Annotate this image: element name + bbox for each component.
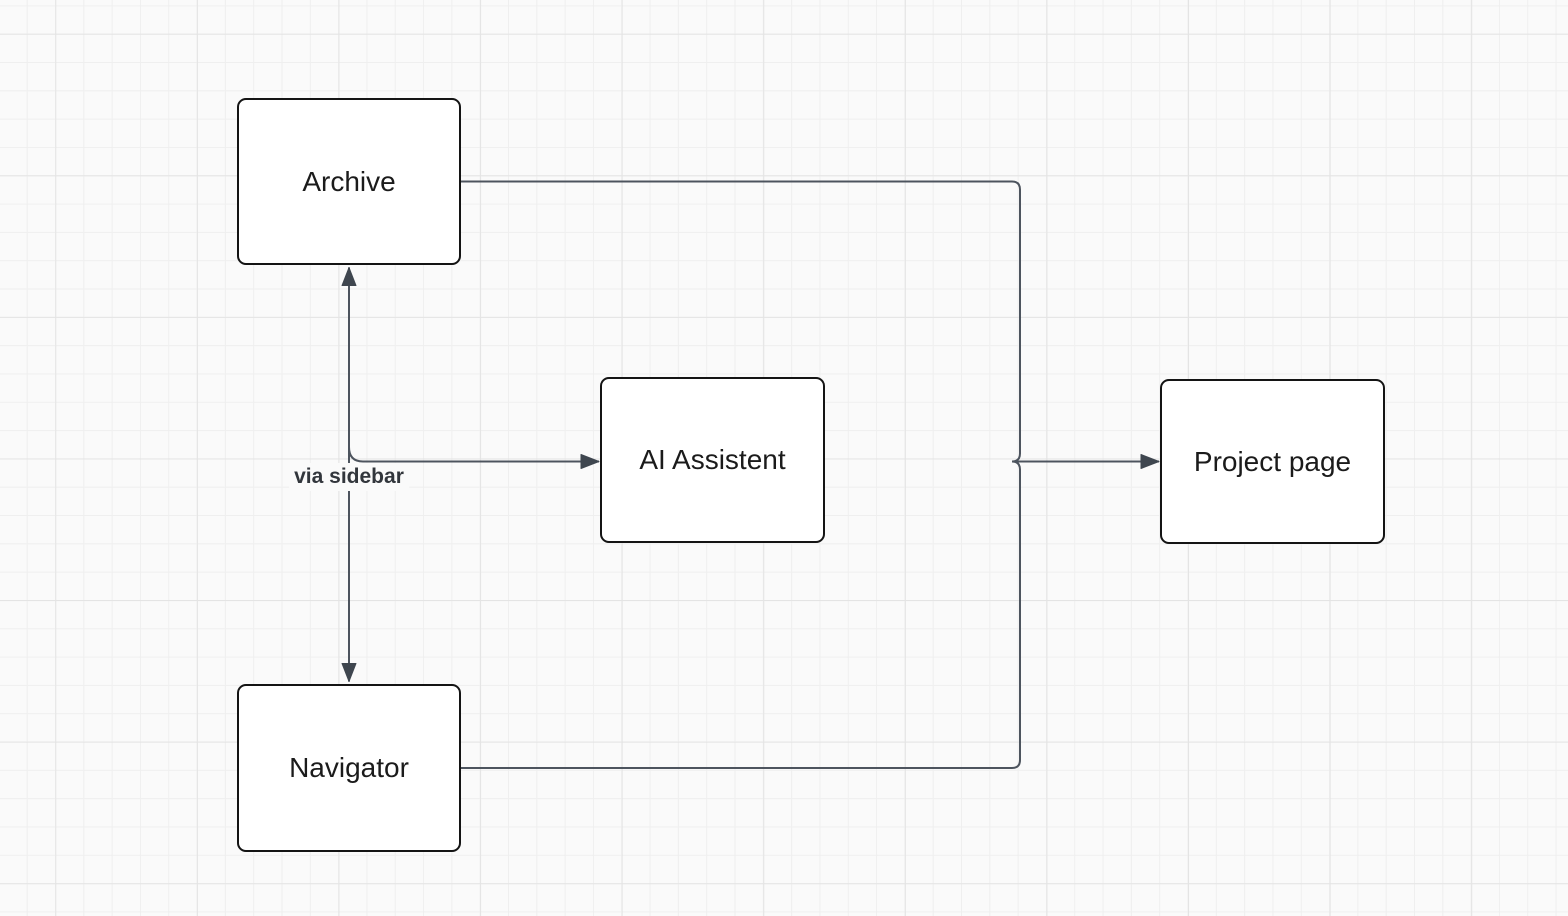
node-archive-label: Archive xyxy=(302,165,396,197)
edge-navigator-to-project-page[interactable] xyxy=(461,460,1021,769)
node-project-page[interactable]: Project page xyxy=(1160,379,1385,544)
node-navigator-label: Navigator xyxy=(289,752,409,783)
node-archive[interactable]: Archive xyxy=(237,98,461,265)
edge-sidebar-to-ai-assistant[interactable] xyxy=(348,446,600,469)
node-ai-assistant[interactable]: AI Assistent xyxy=(600,377,825,543)
node-project-page-label: Project page xyxy=(1193,445,1352,477)
node-navigator[interactable]: Navigator xyxy=(237,684,461,852)
edge-label-via-sidebar[interactable]: via sidebar xyxy=(289,463,409,491)
node-ai-assistant-label: AI Assistent xyxy=(639,444,786,475)
